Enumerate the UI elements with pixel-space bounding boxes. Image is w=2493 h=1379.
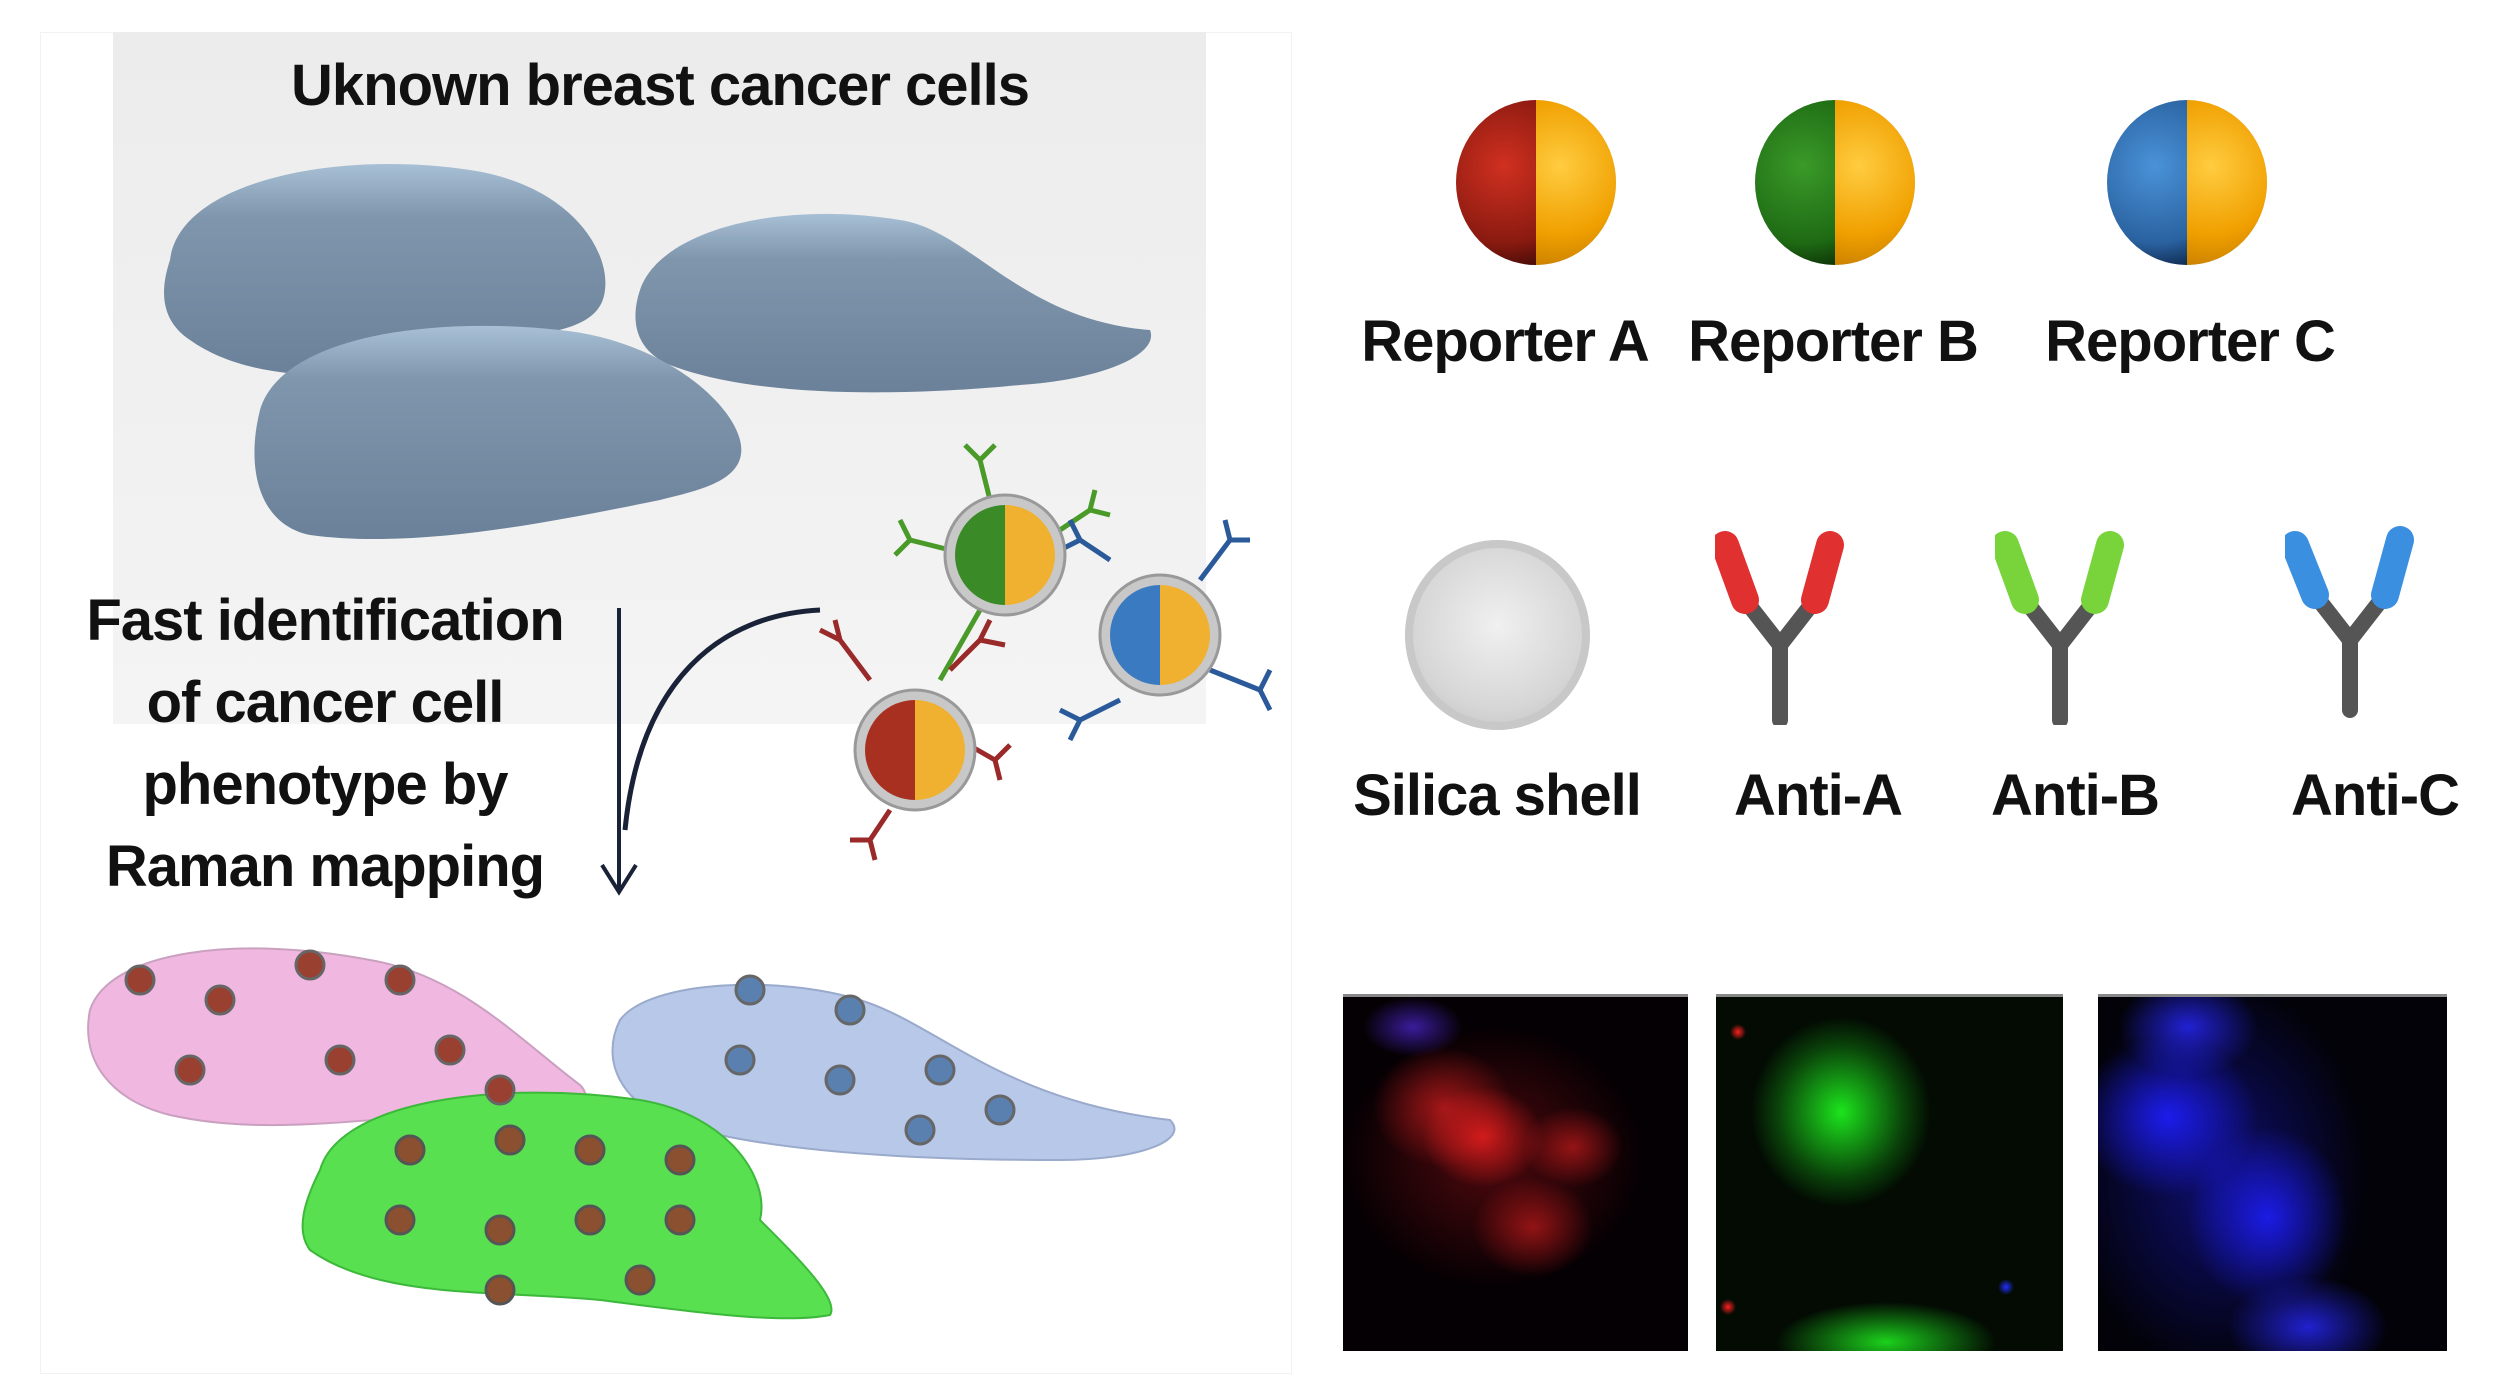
process-description: Fast identification of cancer cell pheno… xyxy=(60,580,590,908)
unknown-cells-illustration xyxy=(164,164,1152,540)
process-line-2: of cancer cell xyxy=(146,670,505,735)
process-line-3: phenotype by xyxy=(142,752,508,817)
anti-a-label: Anti-A xyxy=(1734,763,1903,828)
reporter-a-sphere-icon xyxy=(1456,100,1616,265)
raman-map-red xyxy=(1343,994,1688,1351)
labeled-cells-illustration xyxy=(87,947,1176,1320)
process-line-1: Fast identification xyxy=(86,588,564,653)
process-line-4: Raman mapping xyxy=(105,834,545,899)
silica-shell-label: Silica shell xyxy=(1353,763,1642,828)
anti-b-label: Anti-B xyxy=(1991,763,2160,828)
reporter-c-label: Reporter C xyxy=(2045,309,2336,374)
reporter-b-sphere-icon xyxy=(1755,100,1915,265)
reporter-b-label: Reporter B xyxy=(1688,309,1979,374)
raman-map-blue xyxy=(2098,994,2447,1351)
anti-b-antibody-icon xyxy=(1995,531,2124,725)
reporter-a-label: Reporter A xyxy=(1361,309,1650,374)
silica-shell-icon xyxy=(1405,540,1590,730)
reporter-c-sphere-icon xyxy=(2107,100,2267,265)
process-arrow-icon xyxy=(600,607,821,896)
anti-c-label: Anti-C xyxy=(2291,763,2460,828)
anti-a-antibody-icon xyxy=(1715,531,1844,725)
nanoparticle-cluster-illustration xyxy=(818,443,1273,861)
anti-c-antibody-icon xyxy=(2285,526,2414,718)
figure-title: Uknown breast cancer cells xyxy=(291,53,1030,118)
raman-map-green xyxy=(1716,994,2063,1351)
